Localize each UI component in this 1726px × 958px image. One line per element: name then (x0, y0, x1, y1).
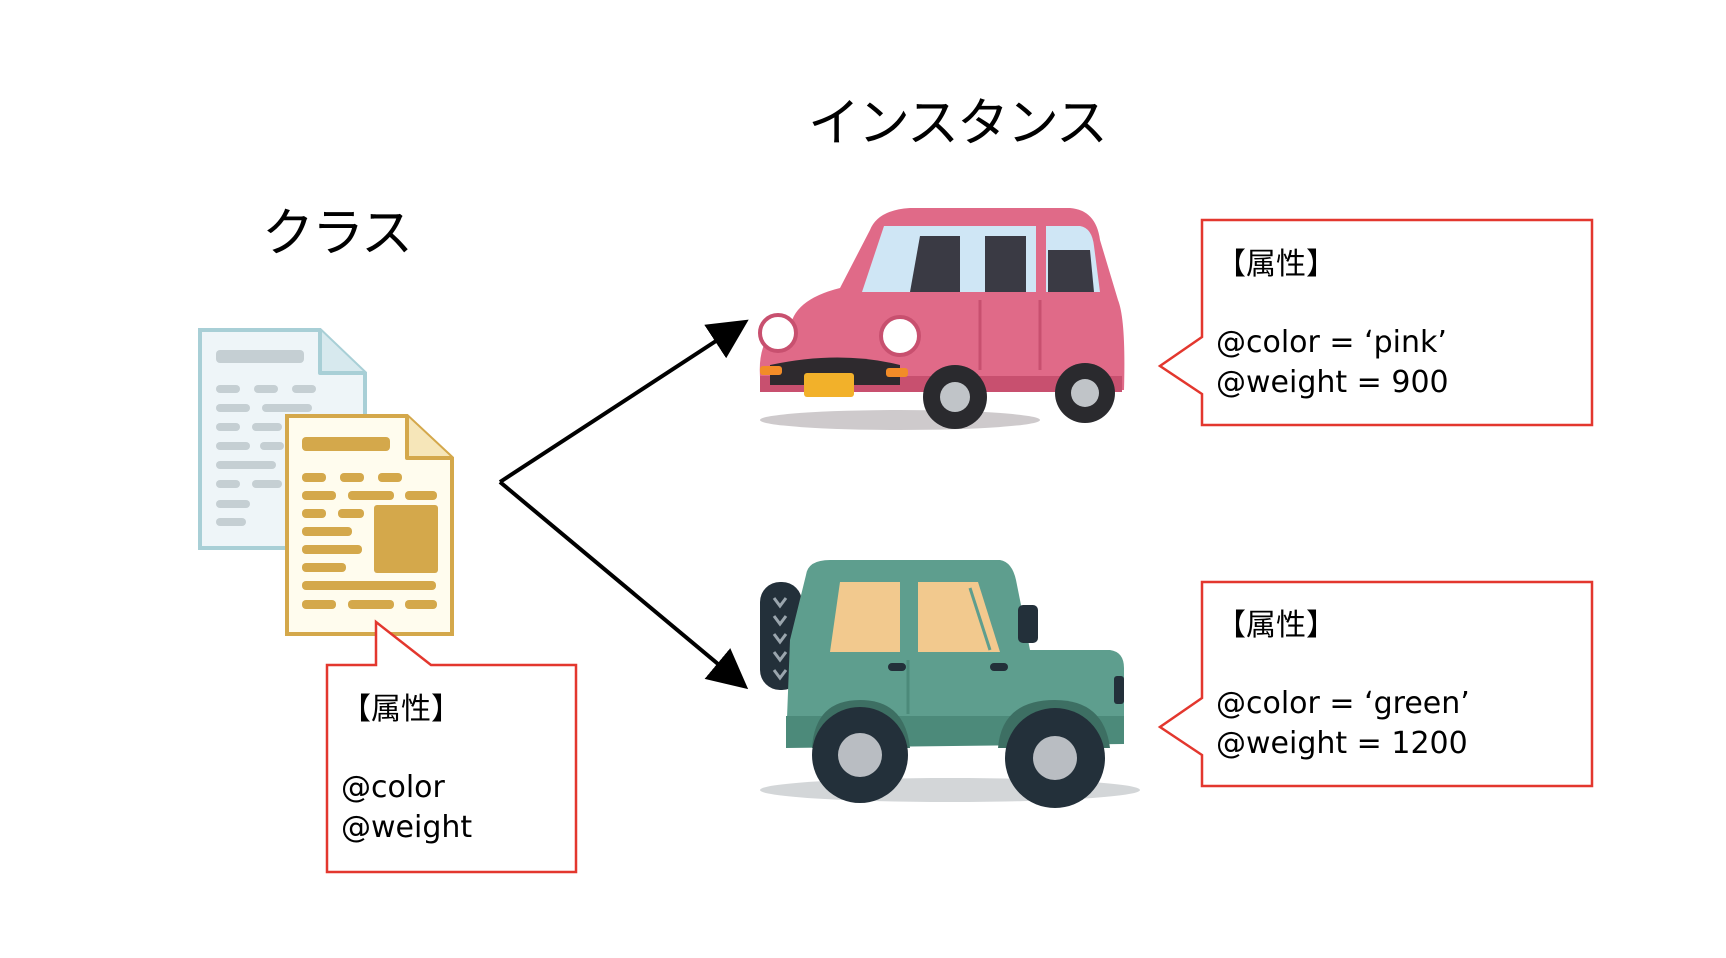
green-callout-title: 【属性】 (1216, 608, 1336, 643)
green-callout-box (1157, 580, 1594, 788)
class-attr-weight: @weight (341, 810, 473, 845)
pink-car-illustration (758, 208, 1125, 430)
class-callout-text: 【属性】 @color @weight (341, 690, 472, 848)
pink-callout-box (1157, 218, 1594, 427)
green-attr-color: @color = ‘green’ (1216, 686, 1470, 721)
green-jeep-illustration (760, 560, 1140, 808)
pink-callout-title: 【属性】 (1216, 247, 1336, 282)
class-heading: クラス (262, 204, 413, 264)
class-attr-color: @color (341, 770, 445, 805)
pink-attr-color: @color = ‘pink’ (1216, 325, 1447, 360)
arrow-icon (498, 319, 749, 690)
green-attr-weight: @weight = 1200 (1216, 726, 1468, 761)
pink-callout-text: 【属性】 @color = ‘pink’ @weight = 900 (1216, 245, 1449, 403)
instance-heading: インスタンス (808, 94, 1108, 154)
class-callout-title: 【属性】 (341, 692, 461, 727)
pink-attr-weight: @weight = 900 (1216, 365, 1449, 400)
document-icon (198, 328, 454, 636)
class-callout-box (325, 619, 578, 874)
green-callout-text: 【属性】 @color = ‘green’ @weight = 1200 (1216, 606, 1470, 764)
